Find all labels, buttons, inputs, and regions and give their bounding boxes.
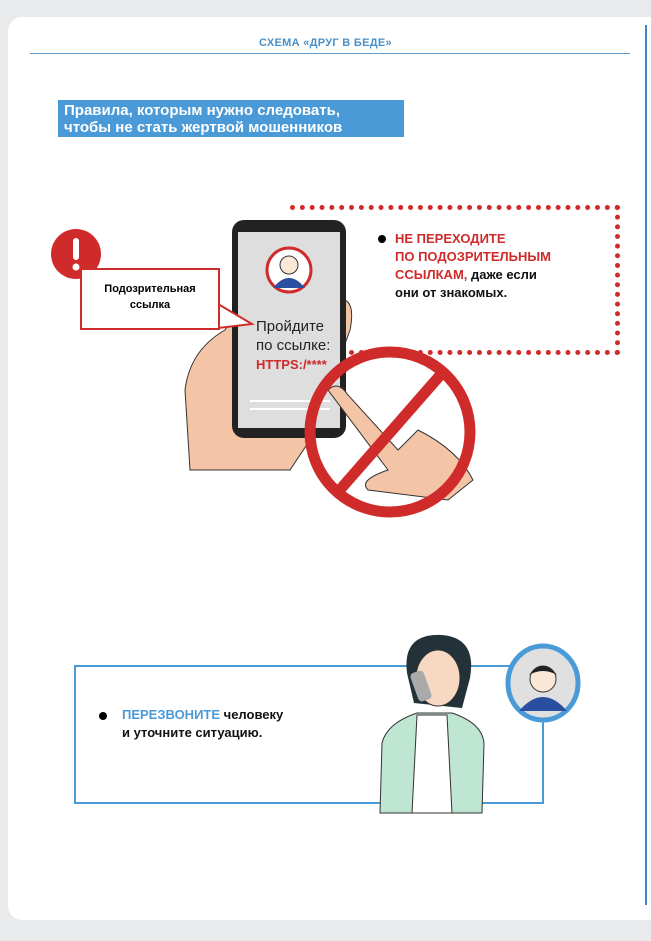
rule-text: и уточните ситуацию. [122, 725, 263, 740]
rule-text: человеку [220, 707, 284, 722]
callout-pointer [217, 303, 256, 329]
message-line: Пройдите [256, 318, 325, 335]
header-divider [30, 53, 630, 54]
message-line: по ссылке: [256, 337, 331, 354]
rule-text: они от знакомых. [395, 285, 508, 300]
callback-frame [74, 665, 544, 804]
bullet [378, 235, 386, 243]
rule-callback: ПЕРЕЗВОНИТЕ человеку и уточните ситуацию… [122, 706, 283, 742]
dotted-frame [290, 205, 620, 355]
title-line: чтобы не стать жертвой мошенников [64, 119, 343, 136]
rule-links: НЕ ПЕРЕХОДИТЕ ПО ПОДОЗРИТЕЛЬНЫМ ССЫЛКАМ,… [395, 230, 551, 302]
callout-text: ссылка [129, 299, 171, 311]
rule-highlight: ПЕРЕЗВОНИТЕ [122, 707, 221, 722]
warning-icon [51, 229, 101, 279]
rule-highlight: ПО ПОДОЗРИТЕЛЬНЫМ [395, 249, 551, 264]
suspicious-link[interactable]: HTTPS:/**** [256, 357, 327, 372]
friend-avatar [505, 643, 581, 723]
woman-on-phone-illustration [379, 634, 485, 814]
title-line: Правила, которым нужно следовать, [64, 102, 340, 119]
rule-highlight: ССЫЛКАМ, [395, 267, 468, 282]
prohibited-click-icon [304, 346, 476, 518]
section-title: Правила, которым нужно следовать,чтобы н… [58, 100, 404, 137]
rule-highlight: НЕ ПЕРЕХОДИТЕ [395, 231, 506, 246]
callout-text: Подозрительная [104, 283, 196, 295]
scrollbar[interactable] [645, 25, 647, 905]
phone-message: Пройдите по ссылке: HTTPS:/**** [256, 317, 330, 374]
page-header: СХЕМА «ДРУГ В БЕДЕ» [259, 37, 392, 49]
rule-text: даже если [467, 267, 537, 282]
suspicious-link-callout: Подозрительная ссылка [80, 268, 220, 330]
bullet [99, 712, 107, 720]
